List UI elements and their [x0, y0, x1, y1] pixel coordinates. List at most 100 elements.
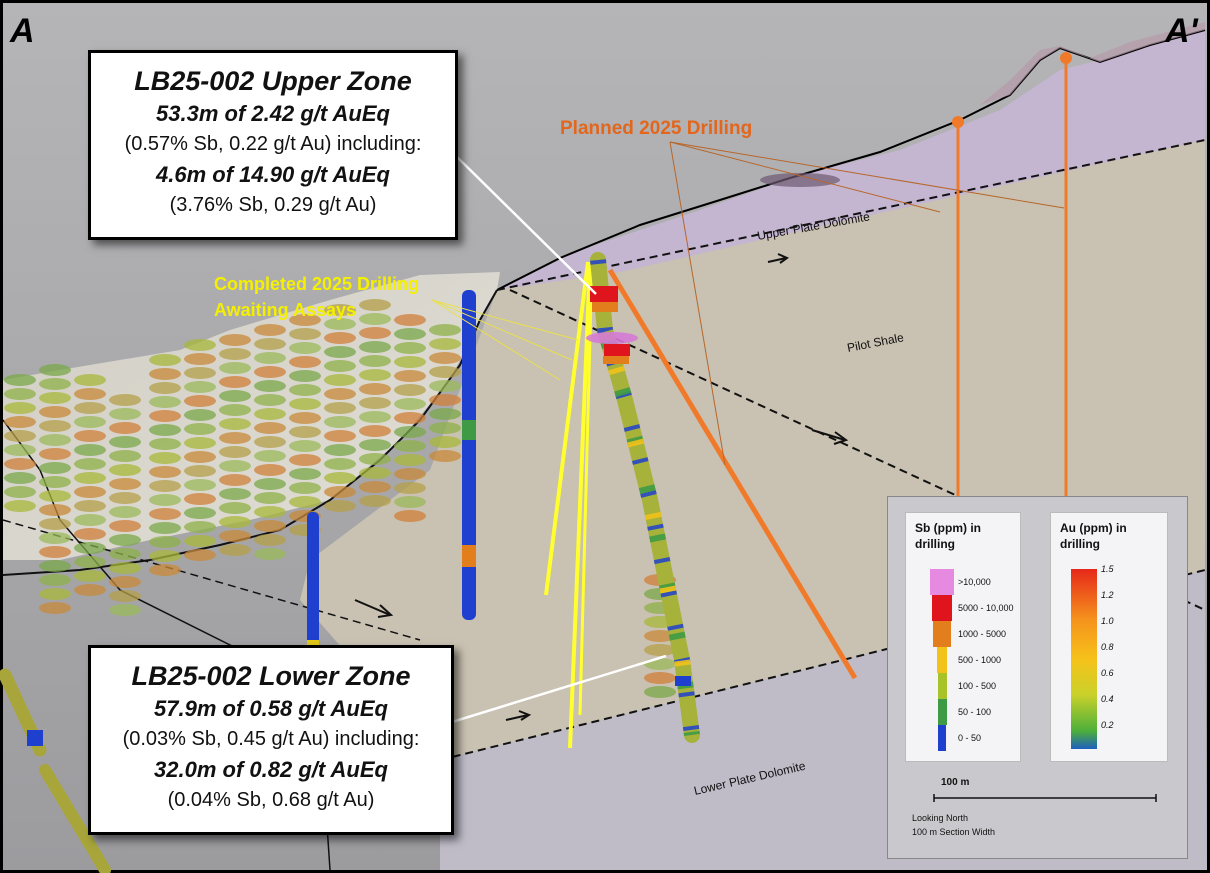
drill-disc [74, 374, 106, 386]
drill-disc [394, 496, 426, 508]
sb-class-swatch [937, 647, 947, 673]
drill-disc [184, 465, 216, 477]
drill-disc [359, 439, 391, 451]
drill-disc [149, 382, 181, 394]
drill-disc [289, 496, 321, 508]
drill-disc [324, 304, 356, 316]
drill-disc [109, 436, 141, 448]
drill-disc [394, 342, 426, 354]
drill-disc [359, 411, 391, 423]
drill-disc [394, 510, 426, 522]
drill-disc [219, 404, 251, 416]
drill-disc [359, 397, 391, 409]
drill-disc [184, 367, 216, 379]
drill-disc [289, 342, 321, 354]
drill-disc [109, 604, 141, 616]
view-direction-note: Looking North [912, 813, 969, 823]
drill-disc [324, 332, 356, 344]
completed-drill-1 [544, 261, 590, 596]
drill-disc [254, 464, 286, 476]
drill-disc [109, 394, 141, 406]
drill-disc [324, 444, 356, 456]
drill-disc [359, 299, 391, 311]
drill-disc [74, 486, 106, 498]
planned-collar-2 [1060, 52, 1072, 64]
drill-disc [254, 380, 286, 392]
drill-disc [109, 422, 141, 434]
drill-disc [184, 493, 216, 505]
drill-disc [324, 388, 356, 400]
drill-disc [219, 390, 251, 402]
sb-class-swatch [937, 673, 947, 699]
drill-disc [39, 448, 71, 460]
drill-disc [219, 362, 251, 374]
drill-disc [4, 444, 36, 456]
drill-disc [394, 370, 426, 382]
drill-disc [39, 462, 71, 474]
drill-disc [149, 438, 181, 450]
drill-disc [109, 562, 141, 574]
drill-disc [74, 556, 106, 568]
drill-disc [289, 314, 321, 326]
drill-disc [429, 450, 461, 462]
section-width-note: 100 m Section Width [912, 827, 996, 837]
drill-disc [39, 504, 71, 516]
fault-arrow-upper [767, 253, 790, 264]
lb25-002-drill-hole [586, 252, 700, 743]
drill-disc [394, 426, 426, 438]
drill-disc [184, 479, 216, 491]
drill-disc [394, 468, 426, 480]
drill-disc [184, 409, 216, 421]
drill-disc [324, 360, 356, 372]
drill-disc [184, 535, 216, 547]
drill-disc [109, 464, 141, 476]
drill-disc [644, 686, 676, 698]
drill-disc [289, 440, 321, 452]
lower-zone-including-interval: 32.0m of 0.82 g/t AuEq [154, 757, 388, 782]
drill-disc [219, 488, 251, 500]
drill-disc [394, 328, 426, 340]
drill-disc [74, 444, 106, 456]
drill-disc [74, 430, 106, 442]
left-drill-hole-2 [39, 764, 111, 873]
drill-disc [184, 437, 216, 449]
drill-disc [109, 548, 141, 560]
drill-disc [254, 520, 286, 532]
drill-disc [289, 468, 321, 480]
drill-disc [74, 458, 106, 470]
drill-disc [289, 482, 321, 494]
drill-disc [359, 369, 391, 381]
drill-disc [109, 478, 141, 490]
drill-disc [39, 434, 71, 446]
scale-bar [933, 794, 1157, 802]
drill-disc [74, 514, 106, 526]
drill-disc [254, 436, 286, 448]
au-color-ramp [1071, 569, 1097, 749]
drill-disc [219, 348, 251, 360]
drill-disc [149, 410, 181, 422]
drill-disc [39, 420, 71, 432]
drill-disc [184, 451, 216, 463]
drill-disc [429, 366, 461, 378]
left-fault-line [2, 519, 421, 641]
drill-disc [219, 418, 251, 430]
drill-disc [39, 490, 71, 502]
drill-disc [219, 334, 251, 346]
sb-class-swatch [933, 621, 951, 647]
topographic-haze [980, 22, 1205, 105]
drill-disc [219, 446, 251, 458]
drill-disc [219, 516, 251, 528]
drill-disc [74, 570, 106, 582]
drill-disc [254, 506, 286, 518]
upper-zone-including-interval: 4.6m of 14.90 g/t AuEq [156, 162, 390, 187]
drill-disc [4, 374, 36, 386]
lower-callout-leader [451, 654, 667, 724]
drill-disc [149, 452, 181, 464]
drill-disc [324, 416, 356, 428]
drill-disc [429, 422, 461, 434]
upper-fault-line [496, 139, 1206, 291]
drill-disc [149, 368, 181, 380]
